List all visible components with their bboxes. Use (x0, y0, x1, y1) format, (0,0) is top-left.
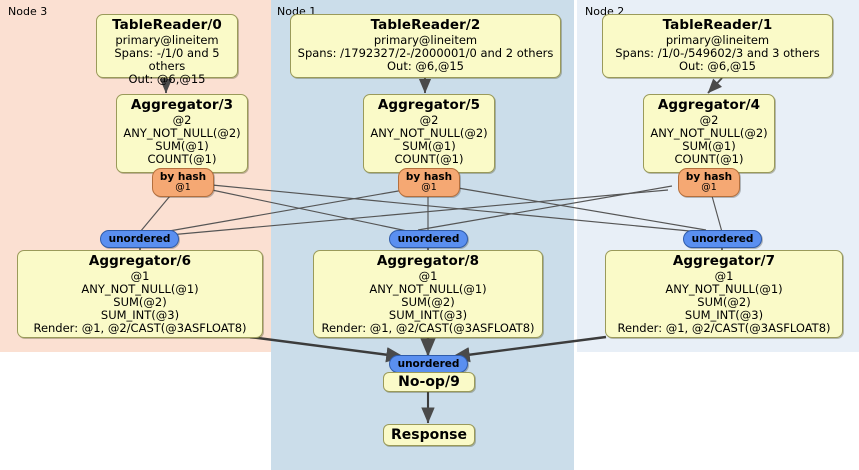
aggregator-5-title: Aggregator/5 (377, 97, 481, 113)
router-by-hash-right[interactable]: by hash @1 (678, 168, 740, 197)
aggregator-6-func-2: SUM(@2) (113, 294, 167, 309)
synchronizer-unordered-final[interactable]: unordered (389, 355, 468, 373)
aggregator-4[interactable]: Aggregator/4 @2 ANY_NOT_NULL(@2) SUM(@1)… (643, 94, 775, 173)
aggregator-6-func-1: ANY_NOT_NULL(@1) (81, 281, 199, 296)
table-reader-2-title: TableReader/2 (370, 17, 481, 33)
response-node-label: Response (390, 427, 468, 443)
aggregator-8-func-2: SUM(@2) (401, 294, 455, 309)
aggregator-7-title: Aggregator/7 (672, 253, 776, 269)
no-op-9-label: No-op/9 (398, 374, 460, 390)
aggregator-4-func-1: ANY_NOT_NULL(@2) (650, 125, 768, 140)
router-by-hash-center-label: by hash (405, 171, 453, 183)
router-by-hash-left-label: by hash (159, 171, 207, 183)
router-by-hash-center[interactable]: by hash @1 (398, 168, 460, 197)
router-by-hash-right-label: by hash (685, 171, 733, 183)
aggregator-3-title: Aggregator/3 (130, 97, 234, 113)
aggregator-3-func-2: SUM(@1) (155, 138, 209, 153)
aggregator-6-render: Render: @1, @2/CAST(@3ASFLOAT8) (33, 320, 247, 335)
aggregator-8[interactable]: Aggregator/8 @1 ANY_NOT_NULL(@1) SUM(@2)… (313, 250, 543, 338)
aggregator-8-func-3: SUM_INT(@3) (388, 307, 468, 322)
aggregator-3-func-3: COUNT(@1) (147, 151, 217, 166)
aggregator-8-title: Aggregator/8 (376, 253, 480, 269)
aggregator-6-func-3: SUM_INT(@3) (100, 307, 180, 322)
no-op-9[interactable]: No-op/9 (383, 372, 475, 392)
aggregator-7[interactable]: Aggregator/7 @1 ANY_NOT_NULL(@1) SUM(@2)… (605, 250, 843, 338)
aggregator-4-group: @2 (699, 113, 719, 128)
aggregator-4-func-3: COUNT(@1) (674, 151, 744, 166)
table-reader-1[interactable]: TableReader/1 primary@lineitem Spans: /1… (602, 14, 833, 78)
aggregator-5[interactable]: Aggregator/5 @2 ANY_NOT_NULL(@2) SUM(@1)… (363, 94, 495, 173)
router-by-hash-center-column: @1 (421, 182, 437, 194)
table-reader-0-title: TableReader/0 (112, 17, 222, 33)
table-reader-1-out: Out: @6,@15 (679, 58, 756, 73)
aggregator-4-func-2: SUM(@1) (682, 138, 736, 153)
aggregator-5-group: @2 (419, 113, 439, 128)
synchronizer-unordered-left-label: unordered (108, 233, 171, 245)
table-reader-2[interactable]: TableReader/2 primary@lineitem Spans: /1… (290, 14, 561, 78)
aggregator-8-func-1: ANY_NOT_NULL(@1) (369, 281, 487, 296)
aggregator-5-func-1: ANY_NOT_NULL(@2) (370, 125, 488, 140)
table-reader-2-out: Out: @6,@15 (387, 58, 464, 73)
synchronizer-unordered-center-label: unordered (397, 233, 460, 245)
aggregator-8-render: Render: @1, @2/CAST(@3ASFLOAT8) (321, 320, 535, 335)
synchronizer-unordered-right-label: unordered (691, 233, 754, 245)
aggregator-3[interactable]: Aggregator/3 @2 ANY_NOT_NULL(@2) SUM(@1)… (116, 94, 248, 173)
aggregator-5-func-2: SUM(@1) (402, 138, 456, 153)
synchronizer-unordered-center[interactable]: unordered (389, 230, 468, 248)
table-reader-2-spans: Spans: /1792327/2-/2000001/0 and 2 other… (297, 45, 554, 60)
aggregator-8-group: @1 (418, 269, 438, 284)
table-reader-2-source: primary@lineitem (373, 33, 478, 48)
aggregator-4-title: Aggregator/4 (657, 97, 761, 113)
table-reader-0-out: Out: @6,@15 (128, 71, 206, 86)
table-reader-1-title: TableReader/1 (662, 17, 773, 33)
aggregator-6[interactable]: Aggregator/6 @1 ANY_NOT_NULL(@1) SUM(@2)… (17, 250, 263, 338)
aggregator-6-group: @1 (130, 269, 150, 284)
aggregator-7-func-3: SUM_INT(@3) (684, 307, 764, 322)
aggregator-5-func-3: COUNT(@1) (394, 151, 464, 166)
panel-label-node-3: Node 3 (8, 5, 48, 18)
table-reader-1-source: primary@lineitem (665, 33, 770, 48)
table-reader-0[interactable]: TableReader/0 primary@lineitem Spans: -/… (96, 14, 238, 85)
synchronizer-unordered-left[interactable]: unordered (100, 230, 179, 248)
aggregator-7-func-2: SUM(@2) (697, 294, 751, 309)
synchronizer-unordered-final-label: unordered (397, 358, 460, 370)
aggregator-3-group: @2 (172, 113, 192, 128)
aggregator-3-func-1: ANY_NOT_NULL(@2) (123, 125, 241, 140)
table-reader-1-spans: Spans: /1/0-/549602/3 and 3 others (615, 45, 820, 60)
aggregator-6-title: Aggregator/6 (88, 253, 192, 269)
synchronizer-unordered-right[interactable]: unordered (683, 230, 762, 248)
response-node[interactable]: Response (383, 424, 475, 446)
aggregator-7-group: @1 (714, 269, 734, 284)
router-by-hash-right-column: @1 (701, 182, 717, 194)
router-by-hash-left-column: @1 (175, 182, 191, 194)
table-reader-0-spans: Spans: -/1/0 and 5 others (114, 45, 220, 73)
table-reader-0-source: primary@lineitem (115, 33, 219, 48)
aggregator-7-render: Render: @1, @2/CAST(@3ASFLOAT8) (617, 320, 831, 335)
aggregator-7-func-1: ANY_NOT_NULL(@1) (665, 281, 783, 296)
router-by-hash-left[interactable]: by hash @1 (152, 168, 214, 197)
